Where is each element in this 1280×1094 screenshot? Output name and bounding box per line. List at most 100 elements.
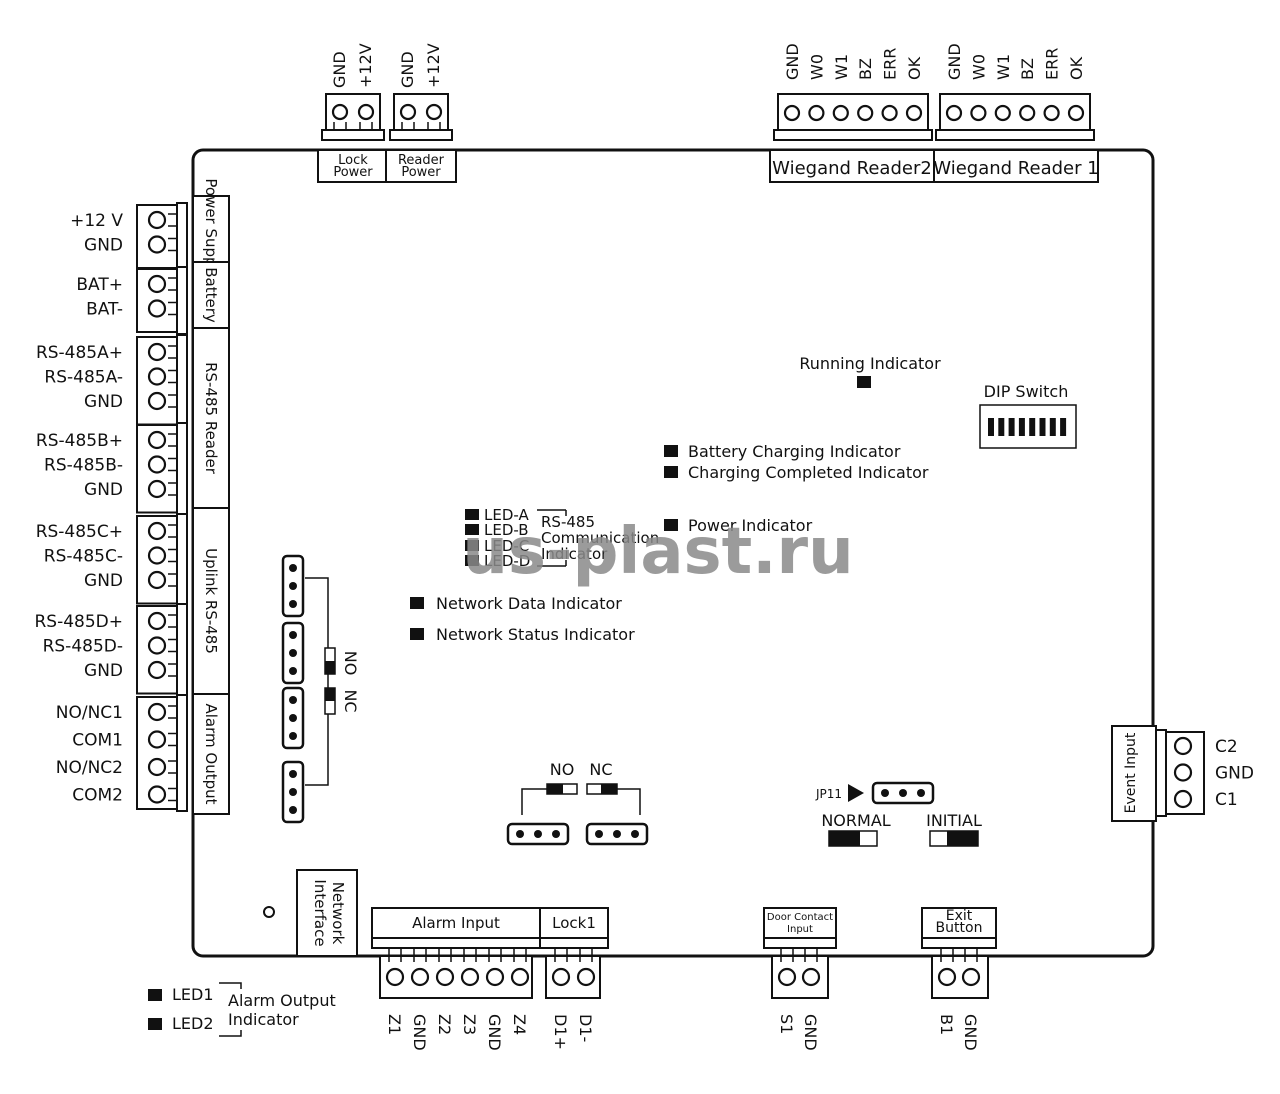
terminal-block-body (379, 955, 533, 999)
dip-switch-toggle (988, 418, 994, 436)
pin-label: Z4 (510, 1014, 529, 1035)
screw-terminal-icon (147, 636, 167, 655)
screw-terminal-icon (147, 660, 167, 680)
terminal-label-line: Reader (398, 153, 445, 168)
pin-label: ERR (1043, 48, 1062, 80)
jumper-no-setting-cap (325, 661, 335, 674)
screw-terminal-icon (357, 103, 375, 121)
screw-terminal-icon (510, 967, 530, 987)
pin-label: W1 (832, 54, 851, 80)
pin-label: D1+ (551, 1014, 570, 1050)
screw-terminal-icon (808, 104, 825, 122)
alarm-output-indicator-label-line2: Indicator (228, 1010, 299, 1029)
screw-terminal-icon (147, 479, 167, 499)
screw-terminal-icon (410, 967, 430, 987)
terminal-label-line: Alarm Input (412, 914, 500, 932)
pin-label: +12V (356, 43, 375, 88)
rs485-indicator-label-line3: Indicator (541, 545, 608, 563)
center-jumper-nc-cap (601, 784, 617, 794)
pin-label: C2 (1215, 737, 1238, 757)
screw-terminal-icon (147, 702, 167, 722)
alarm-output-jumper-group (281, 554, 305, 824)
pin-label: GND (485, 1014, 504, 1051)
terminal-label-box (192, 261, 230, 329)
pin-label: GND (410, 1014, 429, 1051)
terminal-block-base (773, 129, 933, 141)
screw-terminal-icon (147, 391, 167, 411)
center-jumper-nc-label: NC (589, 760, 612, 779)
led1-label: LED1 (172, 985, 214, 1004)
screw-terminal-icon (147, 785, 167, 804)
terminal-block-base (176, 266, 188, 335)
terminal-block-base (176, 694, 188, 812)
pin-label: B1 (937, 1014, 956, 1035)
terminal-block-base (176, 202, 188, 271)
jp11-label: JP11 (815, 787, 842, 801)
pin-label: RS-485A- (44, 368, 123, 388)
terminal-label: Uplink RS-485 (202, 548, 220, 654)
center-jumper-no-label: NO (550, 760, 575, 779)
terminal-block-base (371, 937, 541, 949)
network-interface-label: Network (329, 882, 347, 945)
terminal-label-line: Power (401, 165, 441, 180)
led-d-indicator (465, 555, 479, 566)
terminal-block-base (176, 603, 188, 697)
pin-label: GND (961, 1014, 980, 1051)
terminal-label-line: Power (333, 165, 373, 180)
pin-label: W0 (969, 54, 988, 80)
terminal-label-line: Button (936, 920, 983, 936)
pin-label: GND (801, 1014, 820, 1051)
terminal-label-box (539, 907, 609, 939)
terminal-label-box (192, 507, 230, 695)
network-data-led (410, 597, 424, 609)
pin-label: RS-485D+ (34, 612, 123, 632)
led-b-label: LED-B (484, 521, 529, 539)
pin-label: W1 (994, 54, 1013, 80)
normal-label: NORMAL (821, 811, 890, 830)
terminal-label-line: Exit (946, 908, 973, 924)
screw-terminal-icon (1043, 104, 1060, 122)
terminal-label-box (317, 149, 389, 183)
pin-label: GND (84, 236, 123, 256)
alarm-output-jumper-4 (281, 760, 305, 824)
screw-terminal-icon (147, 342, 167, 362)
led1-indicator (148, 989, 162, 1001)
pin-label: Z1 (385, 1014, 404, 1035)
mounting-hole (263, 906, 275, 918)
terminal-label: Wiegand Reader2 (772, 158, 932, 179)
screw-terminal-icon (147, 546, 167, 565)
terminal-block-body (939, 93, 1091, 131)
terminal-block-body (777, 93, 929, 131)
pin-label: RS-485D- (43, 637, 123, 657)
dip-switch-toggle (1008, 418, 1015, 436)
terminal-label-box (192, 195, 230, 263)
pin-label: GND (783, 43, 802, 80)
screw-terminal-icon (147, 757, 167, 777)
led-b-indicator (465, 524, 479, 535)
pin-label: BAT- (86, 300, 123, 320)
pin-label: OK (1067, 56, 1086, 80)
led-c-label: LED-C (484, 537, 529, 555)
screw-terminal-icon (881, 104, 898, 122)
center-jumper-no (506, 822, 570, 846)
network-interface-label-line2: Interface (311, 879, 329, 946)
dip-switch-toggle (998, 418, 1005, 436)
pin-label: S1 (777, 1014, 796, 1034)
pin-label: GND (84, 571, 123, 591)
screw-terminal-icon (385, 967, 405, 987)
dip-switch-toggle (1018, 418, 1025, 436)
terminal-block-base (176, 513, 188, 607)
terminal-block-base (921, 937, 997, 949)
screw-terminal-icon (147, 455, 167, 474)
screw-terminal-icon (1173, 789, 1193, 809)
screw-terminal-icon (147, 570, 167, 590)
screw-terminal-icon (147, 611, 167, 631)
rs485-bracket (537, 509, 567, 567)
screw-terminal-icon (331, 103, 349, 121)
rs485-indicator-label-line1: RS-485 (541, 513, 595, 531)
terminal-block-base (1155, 729, 1167, 817)
led-c-indicator (465, 540, 479, 551)
